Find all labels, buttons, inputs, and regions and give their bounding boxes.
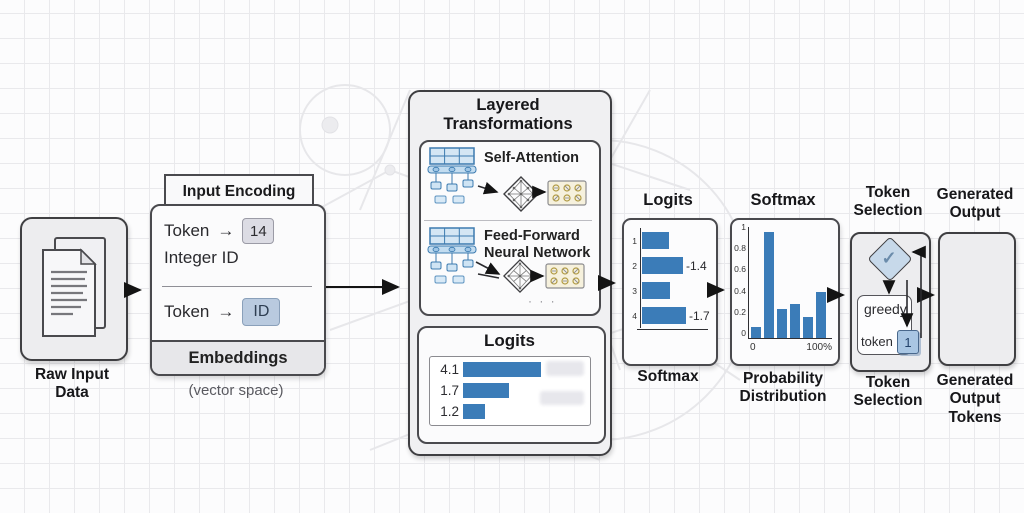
logits-bar xyxy=(642,232,669,249)
greedy-label: greedy xyxy=(864,301,907,317)
inner-logits-value: 4.1 xyxy=(440,362,459,377)
softmax-ytick: 1 xyxy=(741,222,746,232)
logits-tick: 3 xyxy=(632,285,637,296)
more-layers-ellipsis: · · · xyxy=(528,294,557,308)
ffn-matrix-icon xyxy=(545,263,585,289)
faded-bar-smudge xyxy=(546,361,584,376)
logits-bar xyxy=(642,307,686,324)
inner-logits-row: 1.7 xyxy=(432,380,541,401)
inner-logits-title: Logits xyxy=(484,331,535,350)
integer-id-chip: 14 xyxy=(242,218,275,244)
layers-divider xyxy=(424,220,592,221)
inner-logits-chart: 4.1 1.7 1.2 xyxy=(429,356,591,426)
softmax-bar xyxy=(790,304,800,338)
inner-logits-bar xyxy=(463,383,509,398)
logits-bar-area: -1.7 xyxy=(640,303,710,328)
feed-forward-network-icon xyxy=(503,259,537,293)
softmax-bar xyxy=(751,327,761,338)
checkmark-icon: ✓ xyxy=(881,248,897,268)
token-selection-title: Token Selection xyxy=(853,184,923,220)
logits-bar-area xyxy=(640,228,669,253)
attention-network-icon xyxy=(503,176,539,212)
generated-output-caption: Generated Output Tokens xyxy=(936,372,1014,426)
encoding-divider xyxy=(162,286,312,287)
softmax-xtick: 100% xyxy=(806,342,832,353)
logits-bar xyxy=(642,282,670,299)
faded-bar-smudge xyxy=(540,391,584,405)
logits-tick: 2 xyxy=(632,260,637,271)
right-arrow-glyph: → xyxy=(217,302,235,321)
softmax-bar xyxy=(777,309,787,338)
token-selection-caption: Token Selection xyxy=(853,374,923,410)
softmax-ytick: 0.6 xyxy=(734,264,746,275)
raw-input-box xyxy=(20,217,128,361)
inner-logits-bar xyxy=(463,404,485,419)
logits-bar-label: -1.7 xyxy=(689,308,710,323)
token-to-embedding-row: Token → ID xyxy=(164,298,281,326)
transformer-stack-icon xyxy=(427,147,477,204)
inner-logits-bar xyxy=(463,362,541,377)
token-label: token xyxy=(861,334,893,349)
attention-matrix-icon xyxy=(547,180,587,206)
integer-id-label: Integer ID xyxy=(164,248,239,267)
transformer-stack-icon xyxy=(427,227,477,284)
generated-output-title: Generated Output xyxy=(936,186,1014,222)
softmax-bar xyxy=(764,232,774,338)
token-label: Token xyxy=(164,221,210,240)
softmax-bar xyxy=(816,292,826,338)
right-arrow-glyph: → xyxy=(217,221,235,240)
input-encoding-box: Token → 14 Integer ID Token → ID Embeddi… xyxy=(150,204,326,376)
logits-x-axis xyxy=(637,329,708,330)
documents-icon xyxy=(42,237,106,337)
logits-bar-area xyxy=(640,278,670,303)
token-to-integer-row: Token → 14 xyxy=(164,218,275,244)
id-chip: ID xyxy=(242,298,281,326)
softmax-stage-title: Softmax xyxy=(750,191,816,209)
logits-tick: 1 xyxy=(632,235,637,246)
logits-bar-area: -1.4 xyxy=(640,253,707,278)
logits-row: 2 -1.4 xyxy=(626,253,710,278)
inner-logits-value: 1.2 xyxy=(440,404,459,419)
logits-bar xyxy=(642,257,683,274)
vector-space-caption: (vector space) xyxy=(188,382,284,399)
softmax-ytick: 0.4 xyxy=(734,285,746,296)
layered-transformations-title: Layered Transformations xyxy=(443,96,573,134)
softmax-ytick: 0.2 xyxy=(734,306,746,317)
softmax-y-axis xyxy=(748,227,749,339)
raw-input-caption: Raw Input Data xyxy=(34,366,110,402)
token-label: Token xyxy=(164,302,210,321)
logits-row: 3 xyxy=(626,278,710,303)
softmax-xticks: 0 100% xyxy=(750,342,832,353)
self-attention-label: Self-Attention xyxy=(484,150,580,166)
generated-output-box xyxy=(938,232,1016,366)
softmax-bars xyxy=(751,232,833,338)
softmax-ytick: 0.8 xyxy=(734,243,746,254)
inner-logits-row: 4.1 xyxy=(432,359,541,380)
logits-row: 4 -1.7 xyxy=(626,303,710,328)
softmax-stage-caption: Probability Distribution xyxy=(739,370,827,406)
softmax-ytick: 0 xyxy=(741,327,746,338)
logits-tick: 4 xyxy=(632,310,637,321)
logits-bar-label: -1.4 xyxy=(686,258,707,273)
selected-token-chip: 1 xyxy=(897,330,919,354)
softmax-xtick: 0 xyxy=(750,342,756,353)
inner-logits-value: 1.7 xyxy=(440,383,459,398)
logits-stage-caption: Softmax xyxy=(637,368,699,385)
inner-logits-rows: 4.1 1.7 1.2 xyxy=(432,359,541,422)
logits-chart-box xyxy=(622,218,718,366)
logits-stage-title: Logits xyxy=(643,191,693,209)
softmax-yticks: 1 0.8 0.6 0.4 0.2 0 xyxy=(729,222,746,338)
softmax-bar xyxy=(803,317,813,338)
feed-forward-label: Feed-Forward Neural Network xyxy=(484,228,591,261)
softmax-x-axis xyxy=(748,338,832,339)
embeddings-footer: Embeddings xyxy=(152,340,324,374)
inner-logits-row: 1.2 xyxy=(432,401,541,422)
logits-chart-rows: 1 2 -1.4 3 4 -1.7 xyxy=(626,228,710,328)
logits-row: 1 xyxy=(626,228,710,253)
